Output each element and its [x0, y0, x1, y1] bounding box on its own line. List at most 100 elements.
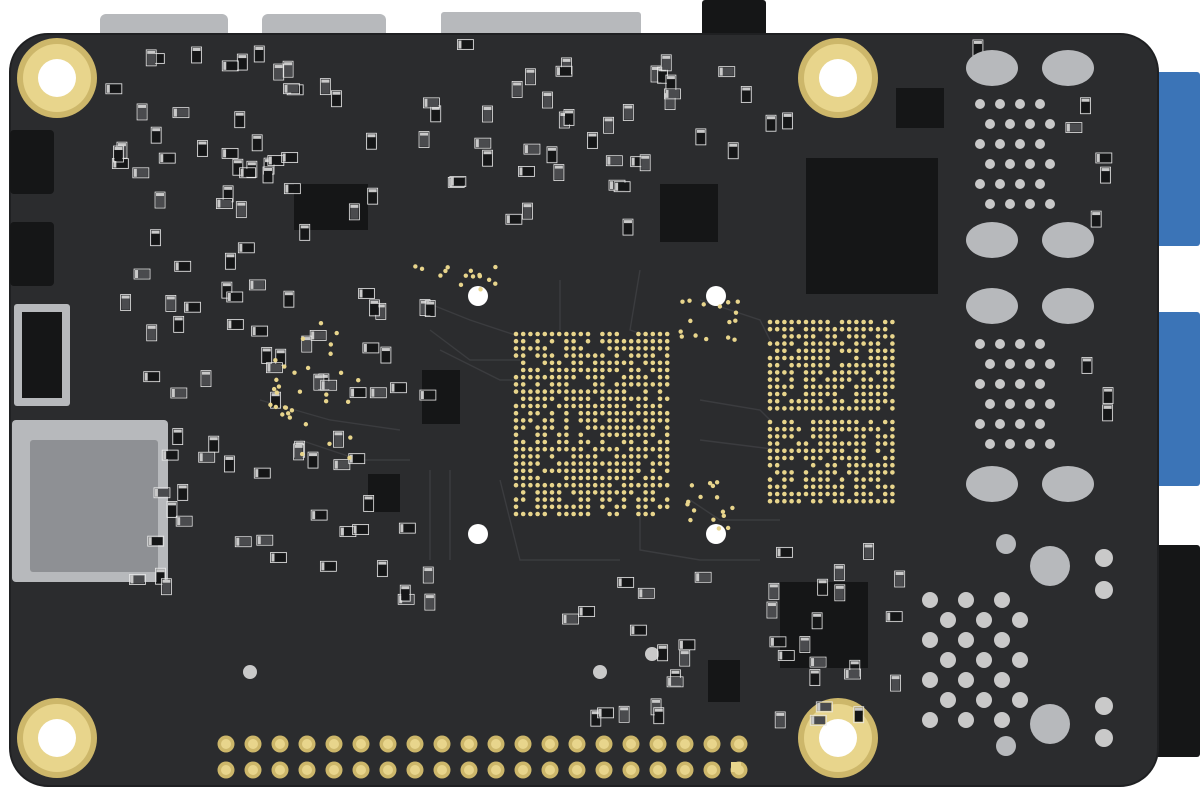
soc-ball-20-0 [513, 475, 519, 481]
ram2-ball-4-13 [861, 448, 866, 454]
ram1-ball-5-7 [818, 355, 823, 361]
smd-part-107 [225, 456, 234, 471]
ram2-ball-7-9 [832, 470, 838, 475]
ram2-ball-5-1 [774, 455, 780, 461]
soc-ball-24-3 [535, 504, 540, 510]
smd-outline-6 [132, 167, 150, 179]
smd-part-203 [973, 40, 982, 55]
smd-part-53 [185, 303, 200, 312]
soc-ball-22-18 [643, 490, 648, 495]
smd-outline-160 [617, 576, 635, 588]
ram2-ball-0-6 [810, 419, 816, 425]
soc-ball-11-2 [528, 410, 533, 416]
ram2-ball-10-12 [854, 491, 859, 497]
soc-ball-11-19 [650, 410, 656, 416]
soc-ball-6-16 [628, 374, 634, 380]
ram2-ball-5-9 [832, 455, 838, 461]
ram1-ball-4-8 [825, 348, 830, 354]
smd-pad-68 [483, 151, 492, 155]
trace-1 [439, 349, 520, 381]
usb-shield-pad-5 [1042, 288, 1094, 324]
ram1-ball-12-17 [890, 406, 895, 411]
smd-part-19 [359, 289, 374, 298]
smd-pad-1 [224, 186, 233, 190]
smd-outline-27 [283, 290, 295, 308]
soc-ball-22-9 [578, 490, 584, 495]
smd-part-175 [813, 613, 822, 628]
soc-ball-4-5 [549, 360, 555, 366]
gpio-pin-0-16 [653, 739, 663, 749]
smd-pad-25 [135, 270, 139, 279]
smd-part-174 [835, 585, 844, 600]
soc-ball-10-15 [621, 403, 627, 409]
via-3-11 [720, 509, 726, 514]
smd-outline-52 [150, 229, 161, 247]
smd-pad-60 [449, 178, 453, 187]
ram1-ball-11-12 [854, 398, 859, 404]
rj45-led-pin-3 [1095, 729, 1113, 747]
smd-pad-46 [282, 153, 286, 162]
ram2-ball-6-11 [846, 462, 852, 468]
soc-ball-9-3 [535, 396, 540, 402]
smd-outline-69 [639, 154, 651, 172]
soc-ball-13-13 [607, 425, 612, 430]
via-4-12 [283, 405, 289, 410]
usb1-pin-1-2 [1025, 119, 1035, 129]
smd-pad-58 [524, 145, 528, 154]
smd-outline-181 [776, 546, 793, 558]
soc-ball-11-12 [600, 410, 605, 416]
ram1-ball-0-2 [782, 319, 787, 325]
ram1-ball-5-1 [774, 355, 780, 361]
soc-ball-23-12 [600, 497, 605, 502]
soc-ball-17-21 [664, 454, 670, 459]
smd-part-36 [300, 225, 309, 240]
soc-ball-9-5 [549, 396, 555, 402]
ram2-ball-6-8 [825, 462, 830, 468]
via-1-1 [323, 398, 329, 404]
rj45-pin-4-0 [922, 672, 938, 688]
soc-ball-11-0 [513, 410, 519, 416]
smd-pad-135 [311, 331, 315, 340]
soc-ball-7-3 [535, 382, 540, 387]
via-3-3 [725, 525, 731, 531]
ram1-ball-10-2 [782, 391, 787, 397]
smd-pad-34 [233, 160, 242, 164]
smd-pad-119 [255, 469, 259, 478]
ram1-ball-7-16 [882, 370, 888, 375]
ram2-ball-4-6 [810, 448, 816, 454]
smd-outline-182 [769, 636, 787, 648]
soc-ball-19-9 [578, 468, 584, 474]
ram1-ball-0-0 [767, 319, 773, 325]
mounting-hole-0 [38, 59, 76, 97]
smd-pad-35 [226, 254, 235, 258]
ram2-ball-5-2 [782, 455, 787, 461]
smd-outline-39 [221, 147, 239, 159]
smd-part-151 [381, 348, 390, 363]
via-2-12 [701, 302, 706, 307]
smd-part-186 [810, 670, 819, 685]
smd-part-96 [719, 67, 734, 76]
ram2-ball-1-17 [890, 426, 895, 432]
smd-part-133 [314, 375, 323, 390]
soc-ball-6-15 [621, 374, 627, 380]
soc-ball-15-9 [578, 439, 584, 445]
ram2-ball-8-2 [782, 477, 787, 482]
ram2-ball-0-14 [868, 419, 874, 425]
soc-ball-0-12 [600, 331, 605, 337]
soc-ball-18-15 [621, 461, 627, 466]
smd-outline-0 [235, 201, 247, 219]
smd-outline-100 [664, 88, 681, 100]
soc-ball-25-6 [556, 511, 562, 517]
soc-ball-15-10 [585, 439, 591, 445]
smd-outline-131 [256, 534, 274, 546]
smd-outline-110 [170, 387, 188, 399]
soc-ball-11-5 [549, 410, 555, 416]
ram1-ball-8-6 [810, 377, 816, 382]
soc-ball-13-3 [535, 425, 540, 430]
soc-ball-5-21 [664, 367, 670, 373]
ram1-ball-7-11 [846, 370, 852, 375]
ram2-ball-1-6 [810, 426, 816, 432]
soc-ball-19-10 [585, 468, 591, 474]
smd-part-15 [367, 134, 376, 149]
via-0-4 [478, 287, 483, 292]
